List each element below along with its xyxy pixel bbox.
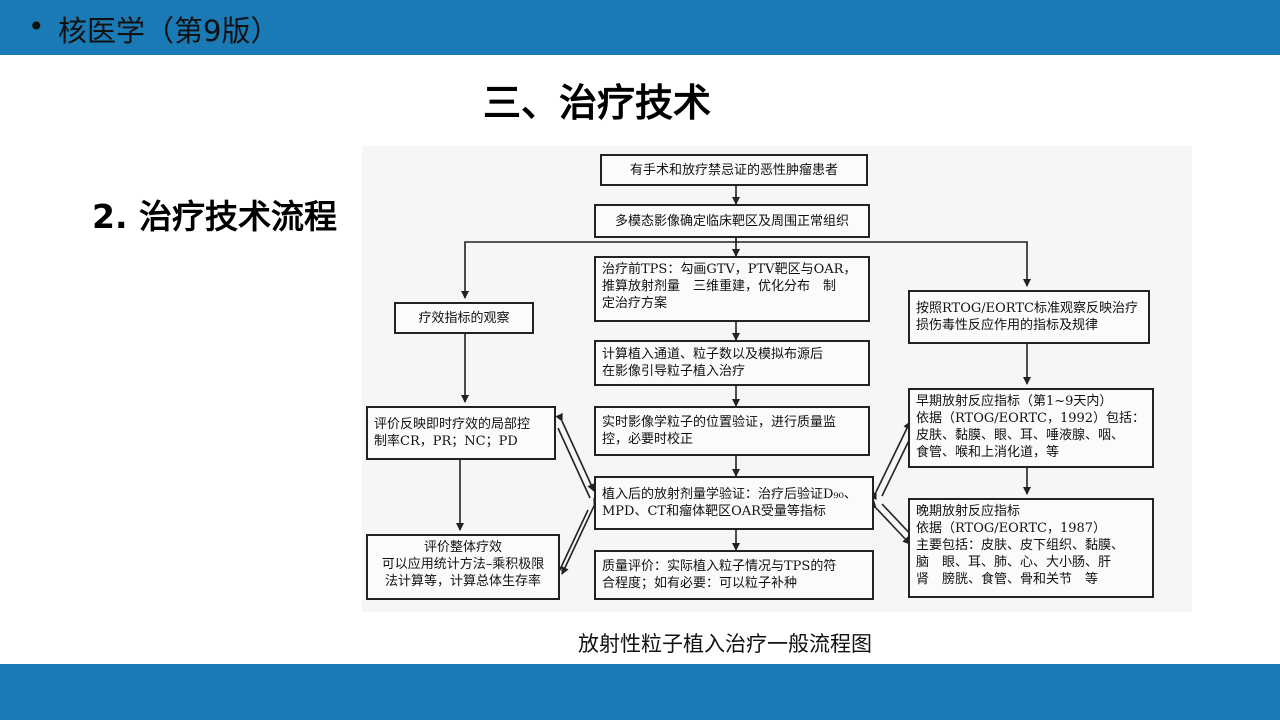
header-bar: • 核医学（第9版） [0, 0, 1280, 55]
flowchart-connectors [456, 186, 1031, 579]
box-realtime: 实时影像学粒子的位置验证，进行质量监 控，必要时校正 [594, 406, 870, 456]
footer-bar [0, 664, 1280, 720]
box-rtog-observe: 按照RTOG/EORTC标准观察反映治疗 损伤毒性反应作用的指标及规律 [908, 290, 1150, 344]
box-late-reaction: 晚期放射反应指标 依据（RTOG/EORTC，1987） 主要包括：皮肤、皮下组… [908, 498, 1154, 598]
flowchart-figure: 有手术和放疗禁忌证的恶性肿瘤患者 多模态影像确定临床靶区及周围正常组织 治疗前T… [362, 146, 1192, 612]
slide-title: 三、治疗技术 [482, 81, 711, 125]
box-tps: 治疗前TPS：勾画GTV，PTV靶区与OAR， 推算放射剂量 三维重建，优化分布… [594, 256, 870, 322]
box-overall-efficacy: 评价整体疗效 可以应用统计方法–乘积极限 法计算等，计算总体生存率 [366, 534, 560, 600]
box-patient: 有手术和放疗禁忌证的恶性肿瘤患者 [600, 154, 868, 186]
course-title: 核医学（第9版） [58, 14, 280, 48]
box-dosimetry: 植入后的放射剂量学验证：治疗后验证D₉₀、 MPD、CT和瘤体靶区OAR受量等指… [594, 476, 874, 530]
section-title: 2. 治疗技术流程 [92, 197, 337, 236]
box-local-control: 评价反映即时疗效的局部控 制率CR，PR；NC；PD [366, 406, 556, 460]
figure-caption: 放射性粒子植入治疗一般流程图 [578, 632, 872, 656]
box-early-reaction: 早期放射反应指标（第1~9天内） 依据（RTOG/EORTC，1992）包括： … [908, 388, 1154, 468]
box-imaging: 多模态影像确定临床靶区及周围正常组织 [594, 204, 870, 238]
box-efficacy-observation: 疗效指标的观察 [394, 302, 534, 334]
box-implant: 计算植入通道、粒子数以及模拟布源后 在影像引导粒子植入治疗 [594, 340, 870, 386]
box-quality: 质量评价：实际植入粒子情况与TPS的符 合程度；如有必要：可以粒子补种 [594, 550, 874, 600]
bullet-icon: • [28, 10, 45, 43]
